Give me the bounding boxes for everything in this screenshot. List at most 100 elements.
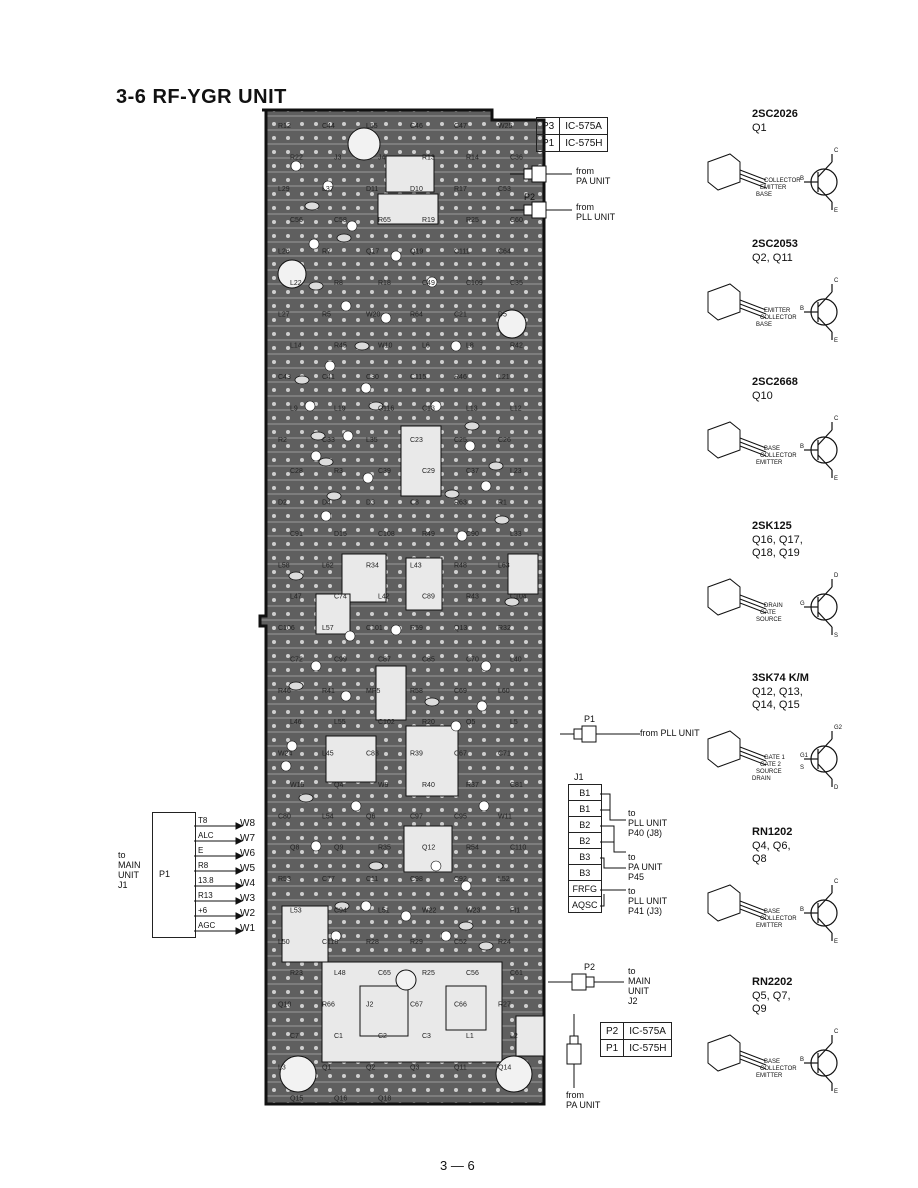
component-label: D4 [322,500,331,507]
component-label: FI1 [510,907,520,914]
transistor-pin-label: DRAIN [752,776,771,782]
j1-pin: B2 [568,832,602,849]
p1-wire-label: W2 [240,908,255,919]
component-label: C26 [498,437,511,444]
p1-wire-arrow [235,822,244,830]
component-label: C90 [466,531,479,538]
component-label: R42 [510,343,523,350]
p1-signal-label: +6 [198,906,208,915]
transistor-symbol-label: G2 [834,725,843,731]
transistor-symbol-label: C [834,278,839,284]
p1-signal-label: ALC [198,831,214,840]
transistor-package-icon [707,1034,838,1091]
bottom-plug-p2 [548,973,624,991]
component-label: W25 [498,123,513,130]
component-label: C30 [366,374,379,381]
component-label: C110 [510,845,526,852]
component-label: C46 [410,123,423,130]
component-label: L27 [278,311,290,318]
component-label: D5 [498,311,507,318]
component-label: C116 [378,405,394,412]
component-label: L2 [510,1033,518,1040]
j1-connector: B1 B1 B2 B2 B3 B3 FRFG AQSC [568,784,602,913]
component-label: W15 [290,782,305,789]
component-label: C60 [510,217,523,224]
component-label: R22 [290,154,303,161]
component-label: C44 [322,123,335,130]
component-label: C91 [290,531,303,538]
component-label: C64 [498,249,511,256]
component-label: C47 [454,123,467,130]
component-label: L45 [322,751,334,758]
transistor-package-icon [707,578,838,635]
component-label: Q10 [278,1002,291,1009]
component-label: C8 [410,500,419,507]
component-label: R40 [422,782,435,789]
bottom-plug-pa [566,1014,582,1088]
to-main-j2-label: to MAIN UNIT J2 [628,966,651,1006]
component-label: Q16 [334,1096,347,1103]
transistor-pin-label: EMITTER [760,185,787,191]
transistor-package-icon [707,153,838,210]
component-label: W9 [378,782,389,789]
transistor-package-icon [707,884,838,941]
component-label: L43 [410,562,422,569]
component-label: C109 [466,280,483,287]
model-cell: IC-575H [623,1039,673,1057]
p1-wire-label: W5 [240,863,255,874]
j1-pin: B1 [568,784,602,801]
component-label: L42 [378,594,390,601]
transistor-pin-label: BASE [764,1059,781,1065]
component-label: C98 [410,876,423,883]
component-label: L51 [378,907,390,914]
component-label: L60 [498,688,510,695]
component-label: C92 [454,876,467,883]
transistor-symbol-label: B [800,306,805,312]
component-label: L12 [510,405,522,412]
component-label: R66 [322,1002,335,1009]
component-label: R29 [410,939,423,946]
component-label: C67 [454,751,467,758]
component-label: R28 [366,939,379,946]
model-cell: IC-575A [623,1022,673,1040]
component-label: C102 [378,719,395,726]
component-label: D11 [366,186,378,193]
component-label: R65 [378,217,391,224]
component-label: R2 [278,437,287,444]
component-label: R7 [322,249,331,256]
transistor-pin-label: BASE [764,446,781,452]
p1-signal-label: T8 [198,816,208,825]
component-label: L55 [334,719,346,726]
transistor-positions: Q10 [752,390,773,402]
component-label: Q9 [334,845,343,852]
component-label: C56 [466,970,479,977]
transistor-symbol-label: C [834,416,839,422]
transistor-symbol-label: E [834,939,839,945]
from-pa-label: from PA UNIT [576,166,611,186]
component-label: L55 [366,123,378,130]
component-label: C41 [322,374,335,381]
component-label: C83 [366,751,379,758]
component-label: D10 [410,186,423,193]
transistor-pin-label: SOURCE [756,769,782,775]
transistor-pin-label: EMITTER [756,923,783,929]
component-label: C58 [334,217,347,224]
conn-cell: P2 [599,1022,625,1040]
transistor-pin-label: GATE 1 [764,755,785,761]
p1-wire-label: W7 [240,833,255,844]
component-label: R17 [454,186,467,193]
component-label: C61 [510,970,523,977]
component-label: R49 [422,531,435,538]
conn-cell: P1 [535,134,561,152]
component-label: R43 [466,594,479,601]
transistor-symbol-label: C [834,1029,839,1035]
p1-wire-arrow [235,837,244,845]
component-label: L57 [322,625,334,632]
transistor-name: RN1202 [752,826,793,838]
component-label: C21 [454,311,467,318]
component-label: C95 [454,813,467,820]
component-label: R59 [410,625,423,632]
transistor-symbol-label: B [800,444,805,450]
